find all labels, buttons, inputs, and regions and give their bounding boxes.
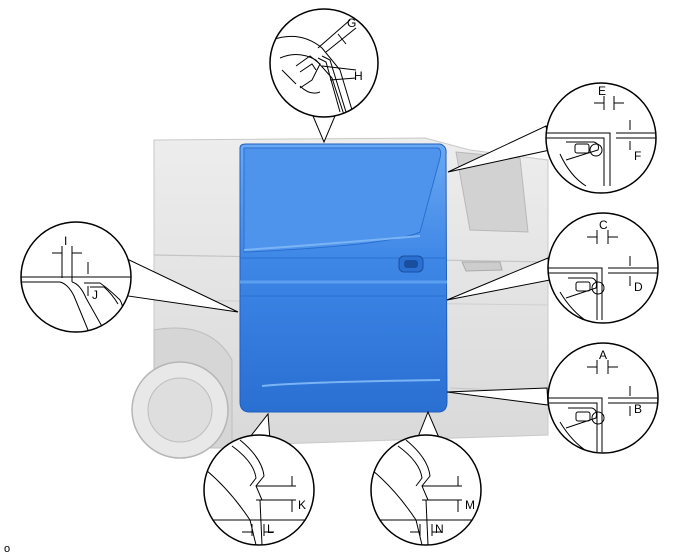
label-l: L xyxy=(267,522,274,536)
label-f: F xyxy=(634,149,641,163)
label-c: C xyxy=(599,218,608,232)
callout-rear-lower: A B xyxy=(547,342,659,454)
callout-rear-middle: C D xyxy=(547,212,659,324)
callout-front: I J xyxy=(20,221,132,333)
label-m: M xyxy=(465,498,475,512)
wheel xyxy=(131,327,233,459)
callout-top: G H xyxy=(269,8,379,118)
label-b: B xyxy=(634,402,642,416)
label-j: J xyxy=(92,288,98,302)
label-n: N xyxy=(435,522,444,536)
leader-lines xyxy=(124,115,551,441)
label-i: I xyxy=(64,234,67,248)
sliding-door xyxy=(239,143,448,413)
callout-rear-upper: E F xyxy=(545,82,657,194)
label-e: E xyxy=(598,84,606,98)
label-a: A xyxy=(599,348,607,362)
label-g: G xyxy=(347,16,356,30)
reference-code: o xyxy=(4,543,10,555)
label-h: H xyxy=(354,69,363,83)
callout-bottom-front: K L xyxy=(203,434,315,546)
label-d: D xyxy=(634,280,643,294)
rear-handle xyxy=(461,261,503,272)
callout-bottom-rear: M N xyxy=(370,434,482,546)
label-k: K xyxy=(298,498,306,512)
